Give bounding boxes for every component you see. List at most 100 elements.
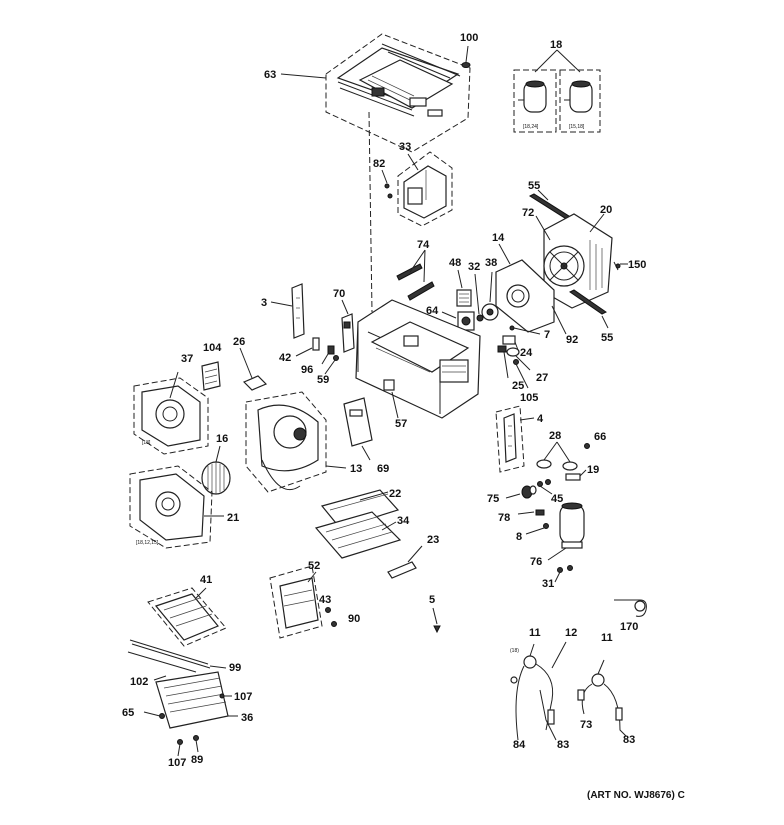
callout-14: 14 [492, 232, 505, 244]
part-19-clip [565, 469, 587, 481]
part-7-screw [509, 325, 541, 335]
callout-66: 66 [594, 431, 606, 443]
callout-38: 38 [485, 257, 497, 269]
part-42-clip [295, 337, 320, 357]
callout-96: 96 [301, 364, 313, 376]
capacitor-note-left: [18,24] [523, 124, 539, 130]
housing-21-note: [18,12,15] [136, 540, 159, 546]
part-100-clip [461, 45, 471, 68]
part-64-motor-mount [441, 311, 475, 331]
callout-82: 82 [373, 158, 385, 170]
part-48-grille [456, 269, 472, 307]
callout-7: 7 [544, 329, 550, 341]
alignment-line [368, 111, 373, 313]
callout-8: 8 [516, 531, 522, 543]
callout-45: 45 [551, 493, 563, 505]
part-105-washer [513, 359, 529, 389]
callout-43: 43 [319, 594, 331, 606]
part-45-nuts [537, 479, 553, 495]
part-55-lower-strip [569, 289, 609, 329]
callout-32: 32 [468, 261, 480, 273]
part-73-tube [577, 683, 593, 715]
callout-4: 4 [537, 413, 544, 425]
callout-42: 42 [279, 352, 291, 364]
callout-12: 12 [565, 627, 577, 639]
part-34-base-pan [314, 511, 402, 559]
part-16-blower-wheel [201, 445, 231, 495]
callout-76: 76 [530, 556, 542, 568]
part-102-strip [127, 651, 197, 681]
part-63-top-panel [325, 33, 471, 153]
part-18-capacitors [513, 49, 601, 133]
part-92-screw [551, 305, 567, 335]
part-69-panel [343, 397, 373, 461]
callout-105: 105 [520, 392, 538, 404]
part-170-tube [614, 599, 647, 617]
callout-37: 37 [181, 353, 193, 365]
callout-31: 31 [542, 578, 554, 590]
callout-25: 25 [512, 380, 524, 392]
part-21-housing [129, 465, 224, 549]
part-76-compressor [547, 502, 585, 561]
capacitor-note-right: [15,18] [569, 124, 585, 130]
callout-83-right: 83 [623, 734, 635, 746]
callout-100: 100 [460, 32, 478, 44]
part-89-screw [193, 735, 199, 753]
part-36-coil [155, 671, 238, 729]
callout-64: 64 [426, 305, 439, 317]
callout-73: 73 [580, 719, 592, 731]
part-41-front-grille [147, 587, 227, 647]
part-26-pad [239, 347, 268, 391]
part-104-label [201, 361, 221, 391]
callout-16: 16 [216, 433, 228, 445]
part-107-upper-screw [219, 693, 232, 699]
part-25-clip [497, 345, 509, 379]
part-74-strips [396, 249, 435, 301]
callout-69: 69 [377, 463, 389, 475]
part-13-blower [245, 391, 347, 493]
part-52-grille [269, 565, 323, 639]
part-20-shroud [535, 213, 613, 309]
part-5-screw [432, 607, 441, 634]
callout-83-left: 83 [557, 739, 569, 751]
callout-59: 59 [317, 374, 329, 386]
callout-5: 5 [429, 594, 435, 606]
callout-84: 84 [513, 739, 526, 751]
callout-70: 70 [333, 288, 345, 300]
part-83-right-tube [603, 683, 627, 737]
part-82-screws [381, 169, 393, 199]
callout-18: 18 [550, 39, 562, 51]
leader-63 [280, 73, 327, 79]
part-11-right-tube [591, 659, 605, 687]
part-11-left-tube [523, 643, 537, 669]
part-150-pin [613, 261, 628, 271]
callout-52: 52 [308, 560, 320, 572]
part-99-strip [129, 639, 227, 669]
callout-107-upper: 107 [234, 691, 252, 703]
part-8-mount [525, 523, 549, 535]
callout-104: 104 [203, 342, 222, 354]
callout-34: 34 [397, 515, 410, 527]
callout-63: 63 [264, 69, 276, 81]
callout-33: 33 [399, 141, 411, 153]
part-38-motor [481, 271, 499, 321]
part-22-rail [320, 489, 400, 529]
part-96-clip [321, 345, 335, 365]
housing-37-note: [18] [142, 440, 151, 446]
callout-89: 89 [191, 754, 203, 766]
part-55-upper-strip [528, 189, 574, 221]
callout-75: 75 [487, 493, 499, 505]
callout-19: 19 [587, 464, 599, 476]
part-12-tube [535, 641, 567, 731]
callout-41: 41 [200, 574, 212, 586]
callout-36: 36 [241, 712, 253, 724]
callout-21: 21 [227, 512, 239, 524]
callout-26: 26 [233, 336, 245, 348]
art-number: (ART NO. WJ8676) C [587, 790, 685, 801]
callout-28: 28 [549, 430, 561, 442]
callout-92: 92 [566, 334, 578, 346]
callout-11-left: 11 [529, 627, 541, 639]
part-66-screw [584, 443, 590, 449]
callout-13: 13 [350, 463, 362, 475]
